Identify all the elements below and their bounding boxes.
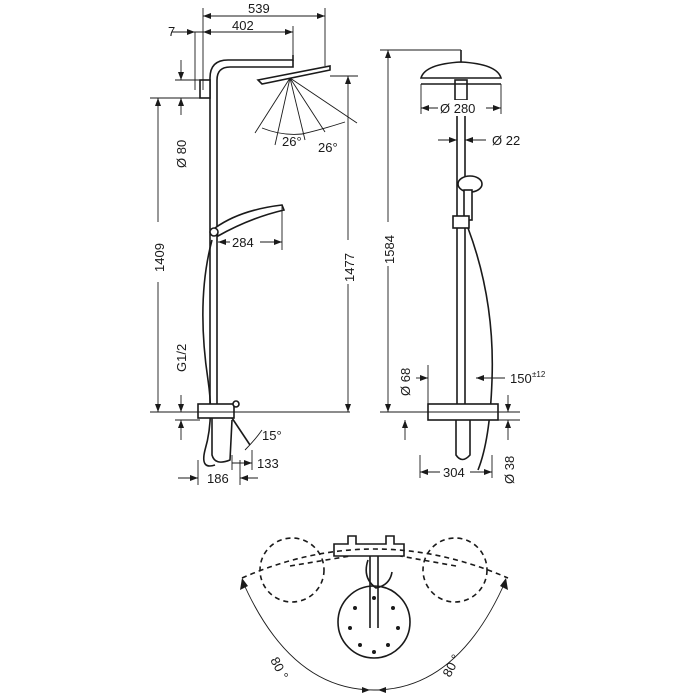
plan-swivel-left-circle (259, 537, 325, 603)
plan-nozzles (348, 596, 400, 654)
dim-width-overall: 539 (248, 1, 270, 16)
plan-swivel-right-circle (422, 537, 488, 603)
dim-height-head: 1477 (342, 253, 357, 282)
dim-flange-diameter: Ø 68 (398, 368, 413, 396)
plan-reference-line (241, 548, 509, 579)
dim-connection-thread: G1/2 (174, 344, 189, 372)
side-wall-bracket (199, 79, 211, 99)
plan-swivel-right: 80 ° (439, 652, 463, 680)
side-spray-lines (254, 77, 358, 146)
dim-angle-right: 26° (318, 140, 338, 155)
side-mixer-knob (232, 400, 240, 408)
side-overhead-shower (256, 65, 331, 85)
dim-mixer-offset: 186 (207, 471, 229, 486)
front-head-connector (454, 79, 468, 101)
side-mixer-spout (211, 418, 233, 463)
plan-swivel-left-arm (289, 555, 351, 567)
front-overhead-shower (419, 61, 503, 79)
side-view: 539 402 7 Ø 80 1409 G1/2 (150, 1, 358, 486)
dim-wall-offset: Ø 80 (174, 140, 189, 168)
dim-offset-top: 7 (168, 24, 175, 39)
dim-pipe-diameter: Ø 22 (492, 133, 520, 148)
dim-height-outlet: 1409 (152, 243, 167, 272)
side-riser-pipe (209, 55, 294, 410)
plan-arc-right (373, 579, 507, 691)
side-hose (202, 239, 216, 467)
front-hose (467, 227, 494, 471)
side-hand-holder (209, 227, 219, 237)
dim-spout-diameter: Ø 38 (502, 456, 517, 484)
dim-centre-distance: 150 (510, 371, 532, 386)
dim-mixer-depth: 133 (257, 456, 279, 471)
dim-overall-height: 1584 (382, 235, 397, 264)
dim-mixer-angle: 15° (262, 428, 282, 443)
plan-mixer (333, 535, 405, 557)
plan-arc-left (241, 579, 375, 691)
dim-arm-length: 402 (232, 18, 254, 33)
dim-hand-shower-reach: 284 (232, 235, 254, 250)
side-mixer-body (197, 403, 235, 419)
side-hand-shower (214, 204, 286, 238)
dim-centre-tolerance: ±12 (532, 370, 546, 379)
side-riser-pipe-inner (216, 60, 294, 410)
front-mixer-spout (455, 420, 471, 461)
side-mixer-lever (231, 417, 251, 446)
dim-mixer-width: 304 (443, 465, 465, 480)
plan-swivel-right-arm (399, 555, 457, 567)
dim-angle-left: 26° (282, 134, 302, 149)
plan-view: 80 ° 80 ° (240, 535, 509, 693)
dim-head-diameter: Ø 280 (440, 101, 475, 116)
front-hand-holder (452, 215, 470, 229)
front-view: 1584 Ø 280 Ø 22 Ø 68 150 ±12 Ø 38 (380, 49, 546, 484)
plan-swivel-left: 80 ° (267, 654, 291, 682)
plan-spout (365, 559, 393, 589)
